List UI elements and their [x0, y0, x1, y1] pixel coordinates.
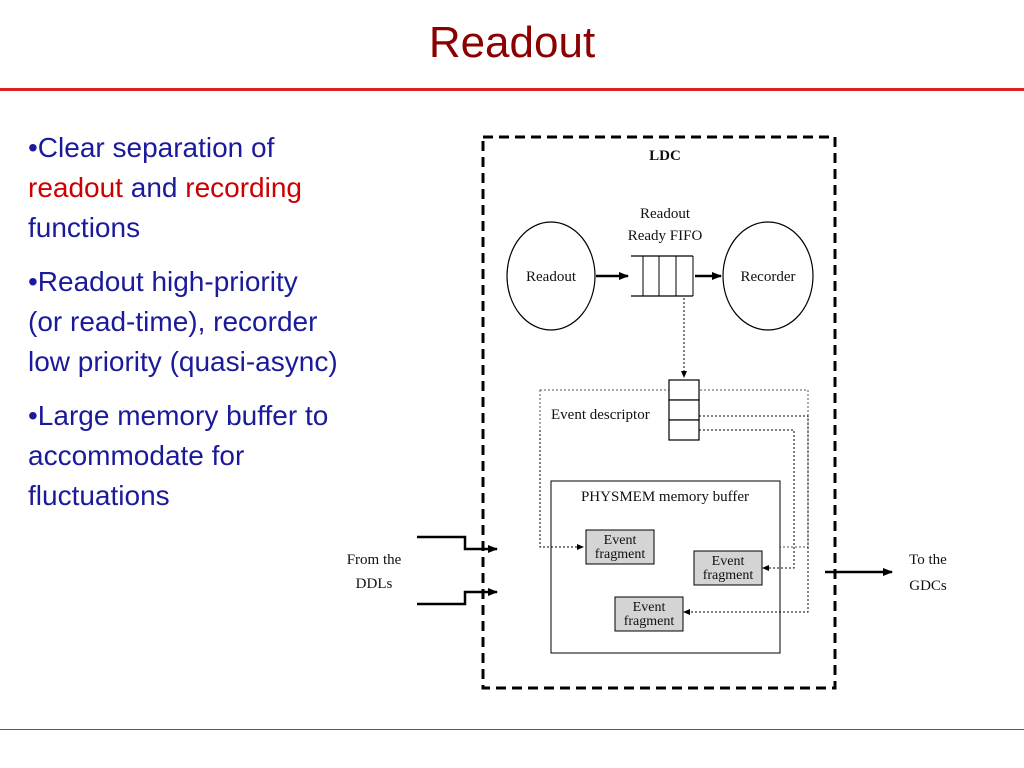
bullet-memory: •Large memory buffer to accommodate for …	[28, 396, 338, 516]
footer-divider	[0, 729, 1024, 730]
ldc-label: LDC	[649, 148, 681, 164]
event-fragment: Event fragment	[614, 596, 684, 632]
physmem-label: PHYSMEM memory buffer	[581, 489, 749, 505]
bullet-priority: •Readout high-priority (or read-time), r…	[28, 262, 338, 382]
from-ddls-label-line1: From the	[347, 552, 402, 568]
bullet-text: and	[122, 172, 186, 203]
to-gdcs-label-line2: GDCs	[909, 578, 947, 594]
event-fragment: Event fragment	[693, 550, 763, 586]
to-gdcs-label-line1: To the	[909, 552, 947, 568]
bullet-text: •Large memory buffer to accommodate for …	[28, 400, 329, 511]
highlight-readout: readout	[28, 172, 123, 203]
recorder-node	[722, 221, 814, 331]
bullet-text: •Readout high-priority (or read-time), r…	[28, 266, 338, 377]
bullet-text: functions	[28, 212, 141, 243]
bullet-list: •Clear separation of readout and recordi…	[28, 128, 338, 530]
title-divider	[0, 88, 1024, 91]
fifo-label-line2: Ready FIFO	[628, 228, 703, 244]
ready-fifo	[631, 255, 694, 297]
readout-node	[506, 221, 596, 331]
event-descriptor-label: Event descriptor	[551, 407, 650, 423]
ddl-input-arrow-lower	[417, 588, 498, 606]
svg-text:fragment: fragment	[624, 614, 675, 629]
bullet-text: •Clear separation of	[28, 132, 275, 163]
route-to-fragment-1	[539, 430, 584, 550]
svg-text:Event: Event	[633, 600, 666, 615]
readout-node-label: Readout	[526, 269, 577, 285]
event-fragment: Event fragment	[585, 529, 655, 565]
from-ddls-label-line2: DDLs	[356, 576, 393, 592]
highlight-recording: recording	[185, 172, 302, 203]
bullet-separation: •Clear separation of readout and recordi…	[28, 128, 338, 248]
descriptor-stack	[668, 379, 700, 441]
slide-title: Readout	[428, 18, 596, 67]
recorder-node-label: Recorder	[741, 269, 796, 285]
svg-text:Event: Event	[604, 533, 637, 548]
svg-text:fragment: fragment	[703, 568, 754, 583]
route-to-fragment-2	[699, 429, 795, 571]
ldc-boundary	[481, 135, 837, 690]
svg-text:Event: Event	[712, 554, 745, 569]
ddl-input-arrow-upper	[417, 535, 498, 553]
fifo-label-line1: Readout	[640, 206, 691, 222]
svg-text:fragment: fragment	[595, 547, 646, 562]
